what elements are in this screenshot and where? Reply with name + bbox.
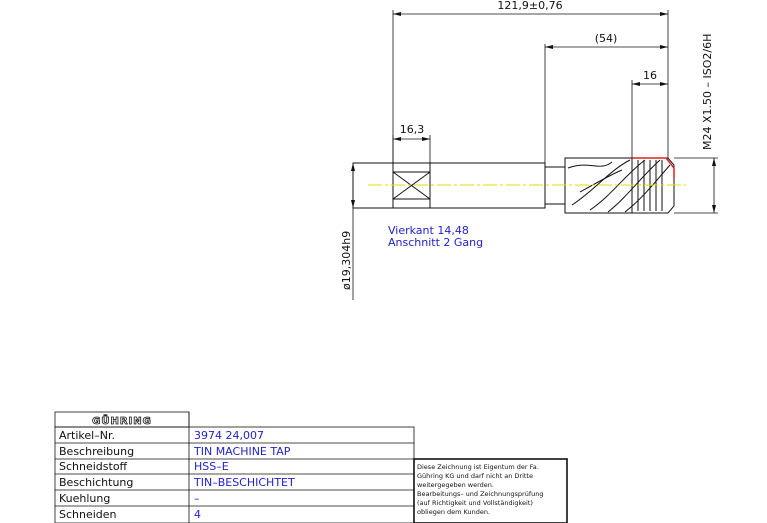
- disclaimer-line-4: Bearbeitungs– und Zeichnungsprüfung: [417, 490, 544, 498]
- dim-chamfer-length: 16: [643, 69, 657, 82]
- value-artikel: 3974 24,007: [194, 429, 264, 442]
- label-artikel: Artikel–Nr.: [59, 429, 115, 442]
- disclaimer-line-1: Diese Zeichnung ist Eigentum der Fa.: [417, 463, 539, 471]
- value-schneidstoff: HSS–E: [194, 460, 229, 473]
- disclaimer-line-2: Gühring KG und darf nicht an Dritte: [417, 472, 533, 480]
- dim-thread-region: (54): [595, 32, 618, 45]
- label-schneidstoff: Schneidstoff: [59, 460, 128, 473]
- label-kuehlung: Kuehlung: [59, 492, 110, 505]
- disclaimer-line-3: weitergegeben werden.: [417, 481, 494, 489]
- label-schneiden: Schneiden: [59, 508, 117, 521]
- value-kuehlung: –: [194, 492, 200, 505]
- value-beschreibung: TIN MACHINE TAP: [193, 445, 291, 458]
- disclaimer-line-6: obliegen dem Kunden.: [417, 508, 490, 516]
- label-beschreibung: Beschreibung: [59, 445, 134, 458]
- dim-shank-diameter: ø19,304h9: [340, 231, 353, 290]
- value-schneiden: 4: [194, 508, 201, 521]
- dimension-lines: [352, 10, 718, 300]
- disclaimer-box: [413, 458, 568, 523]
- guehring-logo: GÜHRING: [92, 413, 152, 427]
- dimension-arrows: [351, 12, 716, 213]
- note-square: Vierkant 14,48: [388, 224, 469, 237]
- disclaimer-line-5: (auf Richtigkeit und Vollständigkeit): [417, 499, 533, 507]
- label-beschichtung: Beschichtung: [59, 476, 133, 489]
- value-beschichtung: TIN–BESCHICHTET: [193, 476, 295, 489]
- note-chamfer: Anschnitt 2 Gang: [388, 236, 483, 249]
- dim-square-length: 16,3: [400, 123, 425, 136]
- dim-thread-spec: M24 X1.50 – ISO2/6H: [701, 34, 714, 150]
- chamfer-highlight: [632, 157, 675, 178]
- dim-overall-length: 121,9±0,76: [497, 0, 562, 12]
